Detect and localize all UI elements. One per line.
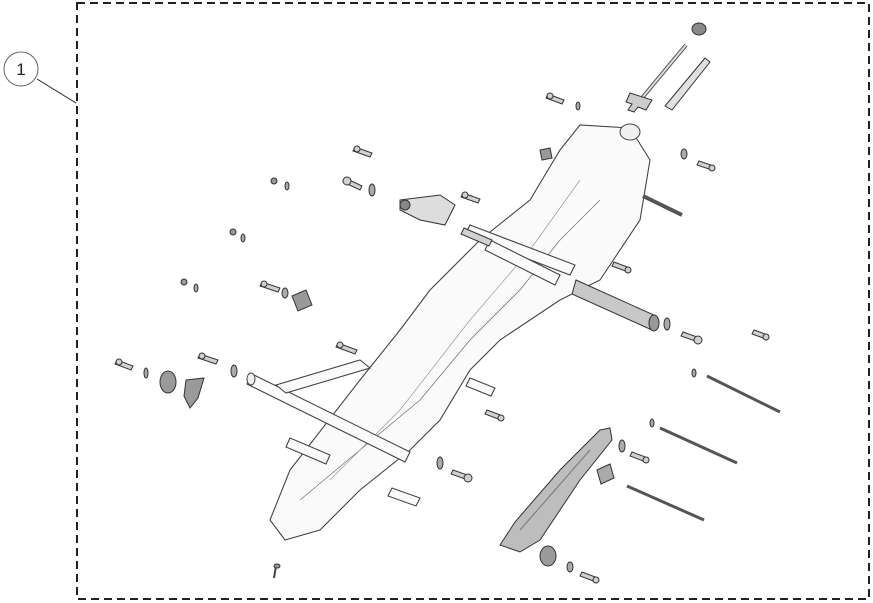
callout-label: 1 — [16, 60, 25, 79]
clevis-assembly — [399, 194, 456, 226]
callout-1: 1 — [3, 51, 77, 104]
bushings — [291, 289, 615, 485]
cross-tube-lower — [246, 359, 411, 463]
washers — [143, 101, 697, 573]
cross-tube-upper — [464, 224, 576, 286]
assembly-boundary — [76, 2, 870, 600]
long-pins — [626, 194, 781, 522]
rear-bracket-arm — [499, 427, 613, 553]
cap-nut — [691, 22, 707, 36]
fork-rod — [625, 43, 688, 113]
small-screw — [273, 563, 281, 579]
frame-studs — [285, 377, 496, 507]
bolts — [114, 92, 770, 584]
slotted-clip — [664, 57, 711, 111]
spacer-tube — [571, 279, 660, 332]
flanged-bushings — [159, 370, 557, 567]
nuts — [180, 147, 553, 286]
